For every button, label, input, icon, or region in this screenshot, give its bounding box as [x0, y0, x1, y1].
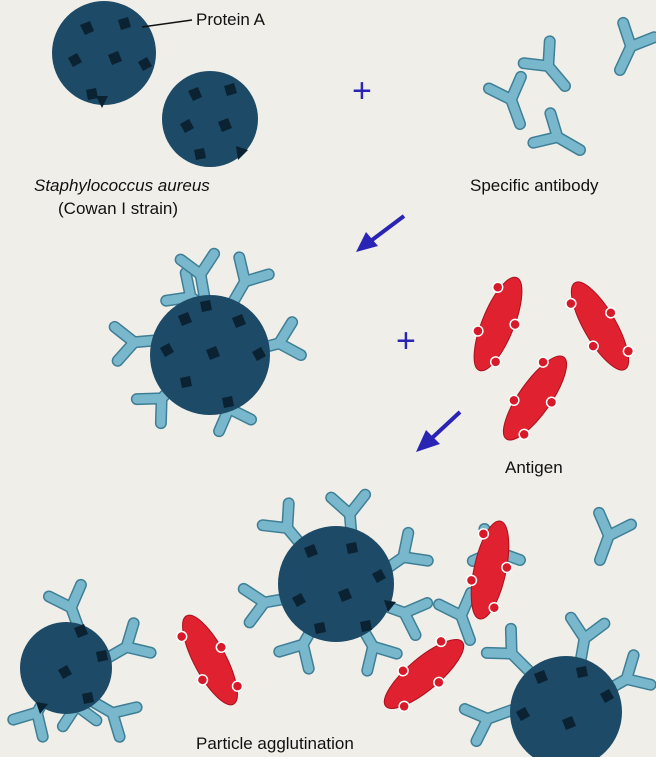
free-antibody-3 [605, 23, 654, 77]
agglutination-lattice [13, 495, 650, 757]
free-antigen-2 [557, 272, 643, 380]
organism-strain-label: (Cowan I strain) [58, 199, 178, 219]
plus-sign-1: + [352, 72, 372, 110]
free-antibody-4 [533, 113, 588, 164]
antibody-coated-cell [115, 254, 301, 431]
particle-agglutination-label: Particle agglutination [196, 734, 354, 754]
specific-antibody-label: Specific antibody [470, 176, 599, 196]
antigen-label: Antigen [505, 458, 563, 478]
free-antigen-3 [489, 345, 581, 451]
arrow-2 [416, 412, 460, 452]
arrow-1 [356, 216, 404, 252]
free-antigen-1 [460, 270, 536, 378]
staph-cell-top-right [162, 71, 258, 167]
protein-a-label: Protein A [196, 10, 265, 30]
plus-sign-2: + [396, 322, 416, 360]
free-antibody-1 [489, 77, 536, 130]
free-antibody-2 [524, 41, 578, 97]
protein-a-leader-line [142, 20, 192, 27]
organism-name-label: Staphylococcus aureus [34, 176, 210, 196]
staph-cell-top-left [52, 1, 156, 108]
